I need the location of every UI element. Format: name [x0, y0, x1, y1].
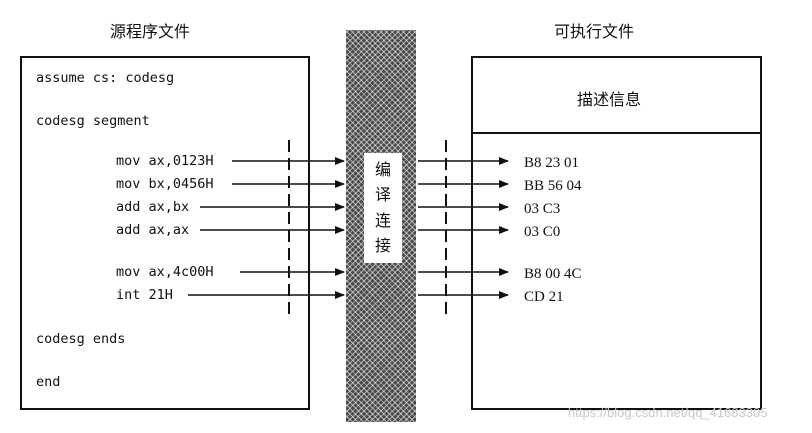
source-file-box — [20, 56, 310, 410]
compile-link-char: 连 — [374, 210, 391, 230]
source-file-title: 源程序文件 — [110, 22, 191, 41]
executable-header-divider — [473, 132, 760, 134]
machine-code-line: BB 56 04 — [524, 178, 582, 194]
compile-link-char: 译 — [374, 185, 391, 205]
machine-code-line: B8 23 01 — [524, 155, 580, 171]
compile-link-label-box: 编 译 连 接 — [364, 153, 402, 263]
source-line-add-ax: add ax,ax — [116, 222, 190, 238]
source-line-add-bx: add ax,bx — [116, 199, 190, 215]
source-line-mov-ax: mov ax,0123H — [116, 153, 214, 169]
machine-code-line: CD 21 — [524, 289, 564, 305]
executable-file-title: 可执行文件 — [554, 22, 635, 41]
source-line-segment: codesg segment — [36, 113, 150, 129]
compile-link-char: 接 — [374, 236, 391, 256]
source-line-mov-bx: mov bx,0456H — [116, 176, 214, 192]
machine-code-line: B8 00 4C — [524, 266, 582, 282]
source-line-mov-4c00: mov ax,4c00H — [116, 264, 214, 280]
machine-code-line: 03 C0 — [524, 224, 561, 240]
source-line-int: int 21H — [116, 287, 173, 303]
source-line-assume: assume cs: codesg — [36, 70, 175, 86]
source-line-ends: codesg ends — [36, 331, 126, 347]
watermark-text: https://blog.csdn.net/qq_41683305 — [568, 405, 768, 420]
compile-link-char: 编 — [374, 159, 391, 179]
machine-code-line: 03 C3 — [524, 201, 561, 217]
description-info-text: 描述信息 — [577, 90, 642, 109]
source-line-end: end — [36, 374, 61, 390]
executable-file-box — [471, 56, 762, 410]
